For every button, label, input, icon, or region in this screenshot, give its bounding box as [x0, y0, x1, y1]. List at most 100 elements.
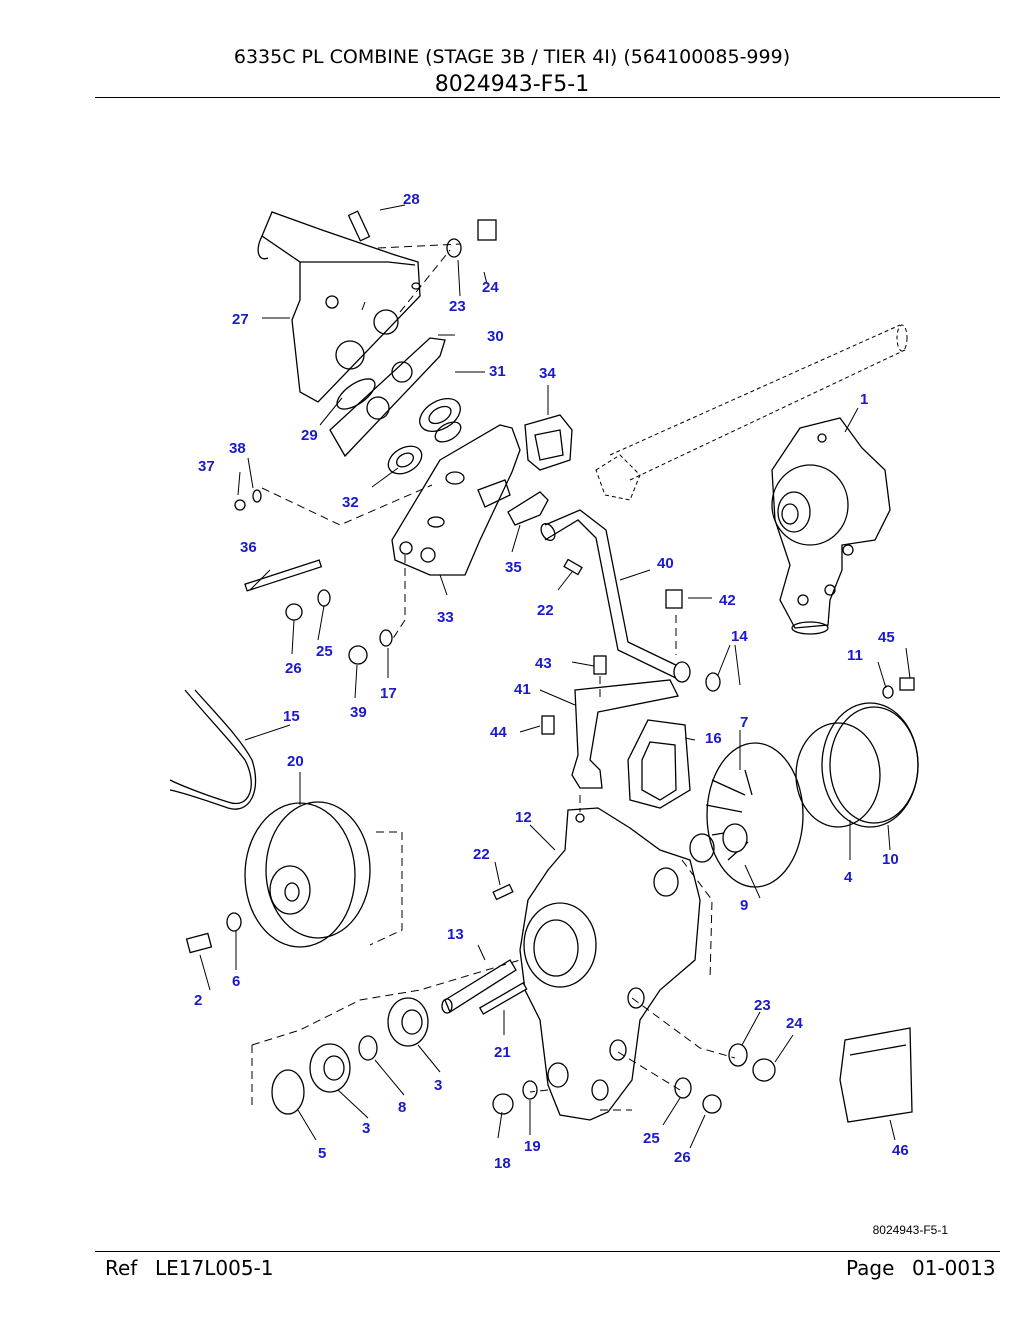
callout-11: 11	[847, 647, 863, 664]
callout-1: 1	[860, 391, 868, 408]
callout-7: 7	[740, 714, 748, 731]
snap-ring	[271, 1069, 305, 1115]
header-divider	[95, 97, 1000, 98]
small-plug	[234, 499, 246, 511]
callout-13: 13	[447, 926, 464, 943]
housing-bolt	[347, 210, 371, 242]
pulley-washer	[226, 912, 242, 932]
callout-20: 20	[287, 753, 304, 770]
plug-housing	[285, 603, 303, 621]
callout-29: 29	[301, 427, 318, 444]
callout-18: 18	[494, 1155, 511, 1172]
pipe-bolt	[665, 589, 683, 609]
washer-drain	[522, 1080, 538, 1100]
callout-43: 43	[535, 655, 552, 672]
callout-35: 35	[505, 559, 522, 576]
callout-42: 42	[719, 592, 736, 609]
exploded-parts-diagram: 28 24 23 27 30 31 34 1 29 38 37 32 36 35…	[169, 191, 919, 1172]
callout-28: 28	[403, 191, 420, 208]
plug-top	[477, 219, 497, 241]
callout-21: 21	[494, 1044, 511, 1061]
sensor-plug	[348, 645, 368, 665]
callout-37: 37	[198, 458, 215, 475]
callout-25-upper: 25	[316, 643, 333, 660]
washer-sensor	[379, 629, 393, 647]
page-subtitle: 8024943-F5-1	[434, 72, 590, 97]
page-number: 01-0013	[912, 1256, 996, 1280]
callout-labels: 28 24 23 27 30 31 34 1 29 38 37 32 36 35…	[194, 191, 909, 1172]
ref-value: LE17L005-1	[155, 1256, 274, 1280]
callout-24-lower: 24	[786, 1015, 803, 1032]
callout-41: 41	[514, 681, 531, 698]
washer-side	[674, 1077, 692, 1099]
callout-33: 33	[437, 609, 454, 626]
bearing-lower	[309, 1043, 351, 1093]
callout-39: 39	[350, 704, 367, 721]
callout-40: 40	[657, 555, 674, 572]
small-washer	[252, 489, 262, 503]
callout-32: 32	[342, 494, 359, 511]
outlet-gasket	[524, 414, 573, 471]
pump-screw	[492, 883, 514, 901]
callout-12: 12	[515, 809, 532, 826]
washer-housing	[317, 589, 331, 607]
page-label: Page	[846, 1256, 895, 1280]
callout-38: 38	[229, 440, 246, 457]
callout-3-right: 3	[434, 1077, 442, 1094]
callout-34: 34	[539, 365, 556, 382]
figure-code: 8024943-F5-1	[872, 1223, 948, 1237]
drain-plug	[492, 1093, 514, 1115]
thermostat	[419, 397, 462, 443]
plug-lower	[752, 1058, 776, 1082]
water-pump-assembly	[771, 417, 891, 635]
callout-9: 9	[740, 897, 748, 914]
callout-14: 14	[731, 628, 748, 645]
callout-17: 17	[380, 685, 397, 702]
plug-side	[702, 1094, 722, 1114]
pump-long-bolt	[478, 982, 528, 1015]
pump-cover-seal	[795, 702, 919, 828]
callout-24-top: 24	[482, 279, 499, 296]
callout-45: 45	[878, 629, 895, 646]
sealant-tube	[839, 1027, 913, 1123]
impeller	[705, 742, 804, 888]
callout-8: 8	[398, 1099, 406, 1116]
callout-27: 27	[232, 311, 249, 328]
pulley-bolt	[185, 932, 213, 954]
callout-22-lower: 22	[473, 846, 490, 863]
bearing-upper	[387, 997, 429, 1047]
footer-divider	[95, 1251, 1000, 1252]
callout-19: 19	[524, 1138, 541, 1155]
housing-gasket	[329, 337, 446, 458]
ref-label: Ref	[105, 1256, 138, 1280]
thermostat-lower	[387, 445, 423, 475]
washer-lower	[728, 1043, 748, 1067]
bracket-bolt-upper	[593, 655, 607, 675]
callout-31: 31	[489, 363, 506, 380]
pump-seal	[689, 833, 715, 863]
long-bolt	[244, 559, 323, 592]
gasket-ring	[336, 378, 376, 410]
callout-36: 36	[240, 539, 257, 556]
callout-30: 30	[487, 328, 504, 345]
assembly-lines	[251, 243, 736, 1111]
cover-washer	[882, 685, 894, 699]
crank-pulley	[244, 801, 371, 948]
thermostat-housing	[391, 424, 521, 576]
callout-25-lower: 25	[643, 1130, 660, 1147]
callout-23-top: 23	[449, 298, 466, 315]
ghost-pipe	[595, 324, 908, 501]
page-title: 6335C PL COMBINE (STAGE 3B / TIER 4I) (5…	[233, 46, 791, 68]
pipe-screw	[563, 558, 583, 576]
callout-44: 44	[490, 724, 507, 741]
pump-gasket	[627, 719, 691, 809]
pipe-bracket	[571, 679, 679, 789]
callout-15: 15	[283, 708, 300, 725]
thermostat-outlet-housing	[257, 211, 421, 403]
callout-6: 6	[232, 973, 240, 990]
pump-shaft	[441, 959, 517, 1014]
callout-3-left: 3	[362, 1120, 370, 1137]
coolant-pipe	[540, 509, 691, 683]
callout-22-upper: 22	[537, 602, 554, 619]
callout-46: 46	[892, 1142, 909, 1159]
